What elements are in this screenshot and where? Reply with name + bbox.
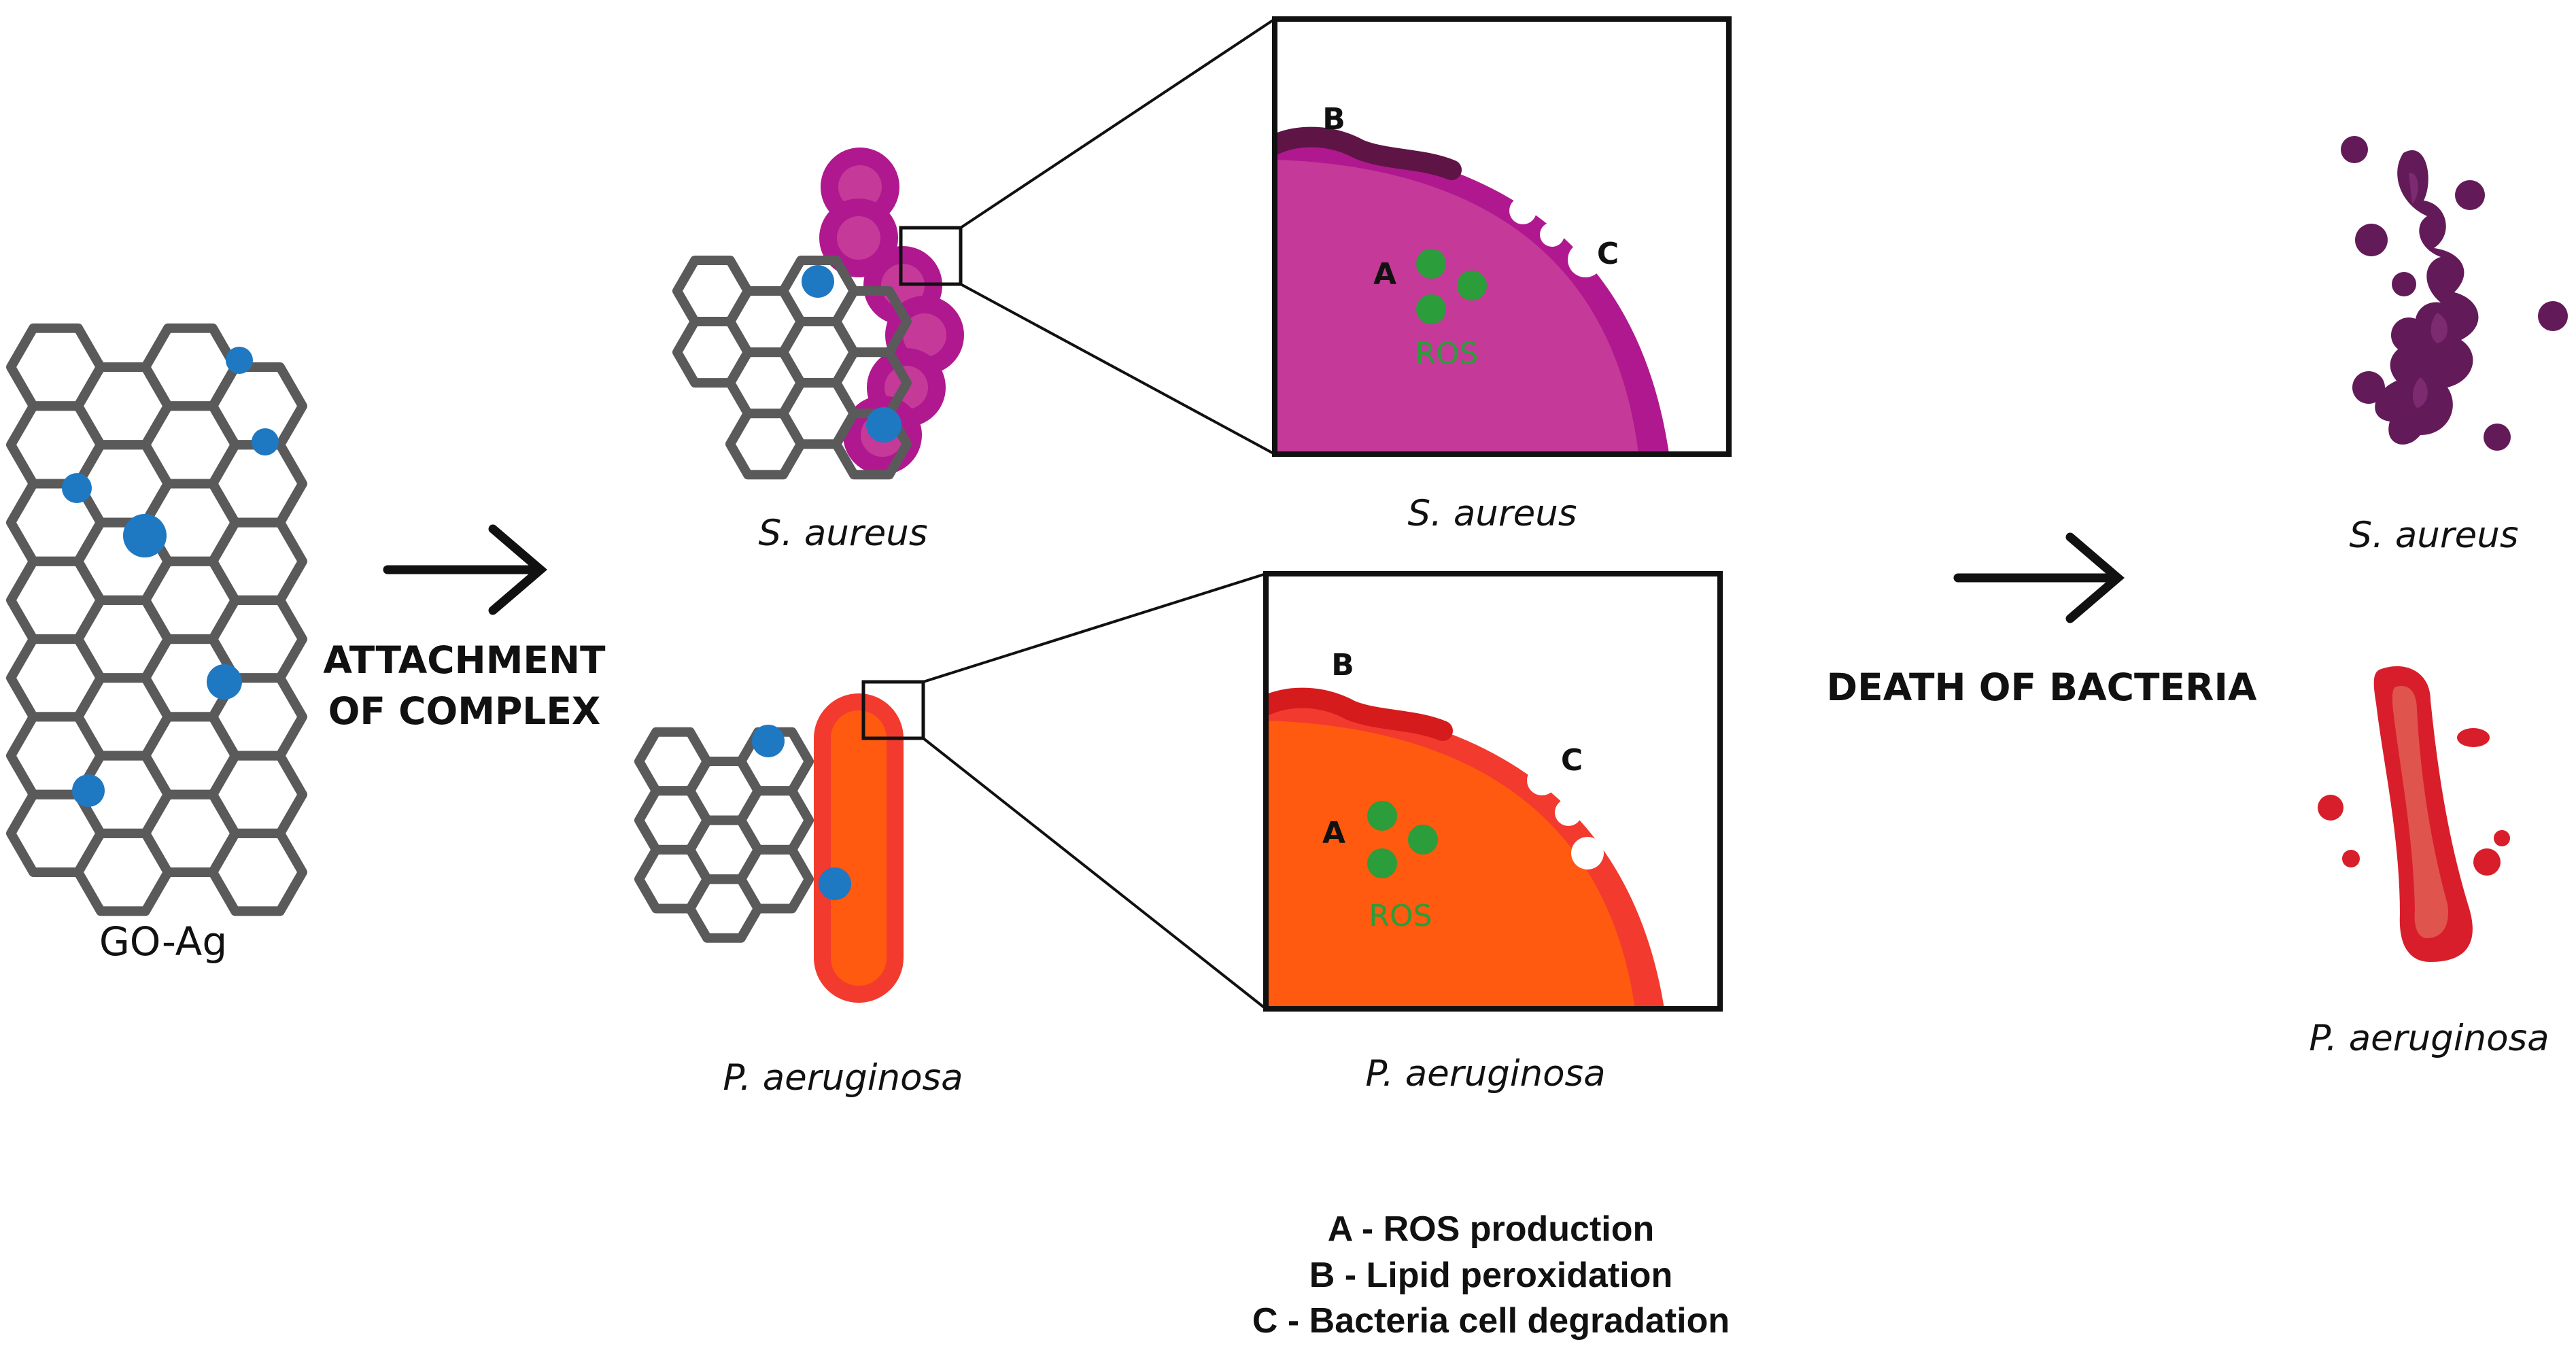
zoom-frame-s-aureus bbox=[1272, 16, 1732, 457]
silver-nanoparticle bbox=[252, 428, 279, 455]
silver-nanoparticle bbox=[226, 347, 253, 374]
silver-nanoparticle bbox=[207, 664, 242, 700]
lattice-hexagon bbox=[736, 844, 814, 914]
membrane-damage-pit bbox=[1568, 242, 1603, 277]
zoom-lines-s-aureus bbox=[959, 18, 1276, 455]
silver-nanoparticle bbox=[62, 473, 92, 503]
silver-nanoparticles-p-aeruginosa bbox=[752, 725, 851, 900]
label-a: A bbox=[1322, 816, 1345, 850]
s-aureus-zoom-caption: S. aureus bbox=[1407, 493, 1577, 534]
membrane-damage-pit bbox=[1540, 222, 1564, 247]
graphene-oxide-lattice-p-aeruginosa bbox=[634, 727, 814, 943]
lipid-peroxidation-layer bbox=[1266, 687, 1453, 741]
membrane-damage-pit bbox=[1527, 765, 1557, 795]
s-aureus-complex bbox=[672, 148, 964, 480]
lattice-hexagon bbox=[208, 440, 307, 528]
legend-line-c: C - Bacteria cell degradation bbox=[1252, 1301, 1730, 1341]
zoom-panel-s-aureus: B A C ROS bbox=[1272, 16, 1732, 457]
silver-nanoparticles bbox=[62, 347, 279, 807]
label-a: A bbox=[1373, 257, 1396, 292]
legend: A - ROS production B - Lipid peroxidatio… bbox=[1252, 1209, 1730, 1341]
zoom-frame-p-aeruginosa bbox=[1263, 571, 1723, 1012]
membrane-damage-pit bbox=[1555, 799, 1582, 826]
s-aureus-complex-label: S. aureus bbox=[758, 513, 927, 554]
s-aureus-cocci-cluster bbox=[819, 148, 964, 475]
dead-s-aureus-debris bbox=[2341, 136, 2568, 451]
go-ag-sheet bbox=[6, 323, 307, 916]
legend-line-b: B - Lipid peroxidation bbox=[1309, 1256, 1672, 1295]
p-aeruginosa-complex bbox=[634, 680, 925, 1003]
lattice-hexagon bbox=[736, 786, 814, 855]
zoom-region-p-aeruginosa bbox=[861, 680, 925, 740]
silver-nanoparticle bbox=[72, 774, 105, 807]
lattice-hexagon bbox=[208, 751, 307, 838]
dead-p-aeruginosa-label: P. aeruginosa bbox=[2309, 1018, 2549, 1059]
membrane-damage-pit bbox=[1571, 837, 1604, 869]
label-b: B bbox=[1331, 648, 1354, 683]
graphene-oxide-lattice bbox=[6, 323, 307, 916]
silver-nanoparticle bbox=[123, 514, 167, 557]
label-b: B bbox=[1322, 102, 1345, 137]
dead-s-aureus-label: S. aureus bbox=[2349, 515, 2518, 556]
ros-label: ROS bbox=[1369, 899, 1432, 933]
p-aeruginosa-complex-label: P. aeruginosa bbox=[723, 1057, 963, 1099]
go-ag-label: GO-Ag bbox=[99, 918, 227, 965]
attachment-arrow bbox=[383, 524, 547, 615]
lattice-hexagon bbox=[208, 517, 307, 605]
attachment-label-line1: ATTACHMENT bbox=[323, 638, 606, 682]
lattice-hexagon bbox=[208, 828, 307, 916]
zoom-lines-p-aeruginosa bbox=[922, 572, 1267, 1010]
ros-particles bbox=[1416, 249, 1487, 324]
ros-label: ROS bbox=[1415, 337, 1478, 371]
dead-p-aeruginosa-debris bbox=[2318, 666, 2510, 962]
zoom-panel-p-aeruginosa: B A C ROS bbox=[1263, 571, 1723, 1012]
legend-line-a: A - ROS production bbox=[1328, 1209, 1654, 1249]
death-arrow bbox=[1953, 532, 2125, 623]
zoom-region-s-aureus bbox=[899, 226, 963, 286]
silver-nanoparticles-s-aureus bbox=[802, 265, 901, 443]
label-c: C bbox=[1597, 237, 1619, 271]
label-c: C bbox=[1561, 743, 1583, 778]
membrane-damage-pit bbox=[1509, 197, 1536, 224]
p-aeruginosa-rod bbox=[814, 693, 904, 1003]
lipid-peroxidation-layer bbox=[1275, 126, 1462, 180]
attachment-label-line2: OF COMPLEX bbox=[328, 689, 601, 733]
ros-particles bbox=[1367, 801, 1438, 878]
death-of-bacteria-label: DEATH OF BACTERIA bbox=[1826, 666, 2256, 709]
p-aeruginosa-zoom-caption: P. aeruginosa bbox=[1365, 1053, 1605, 1095]
